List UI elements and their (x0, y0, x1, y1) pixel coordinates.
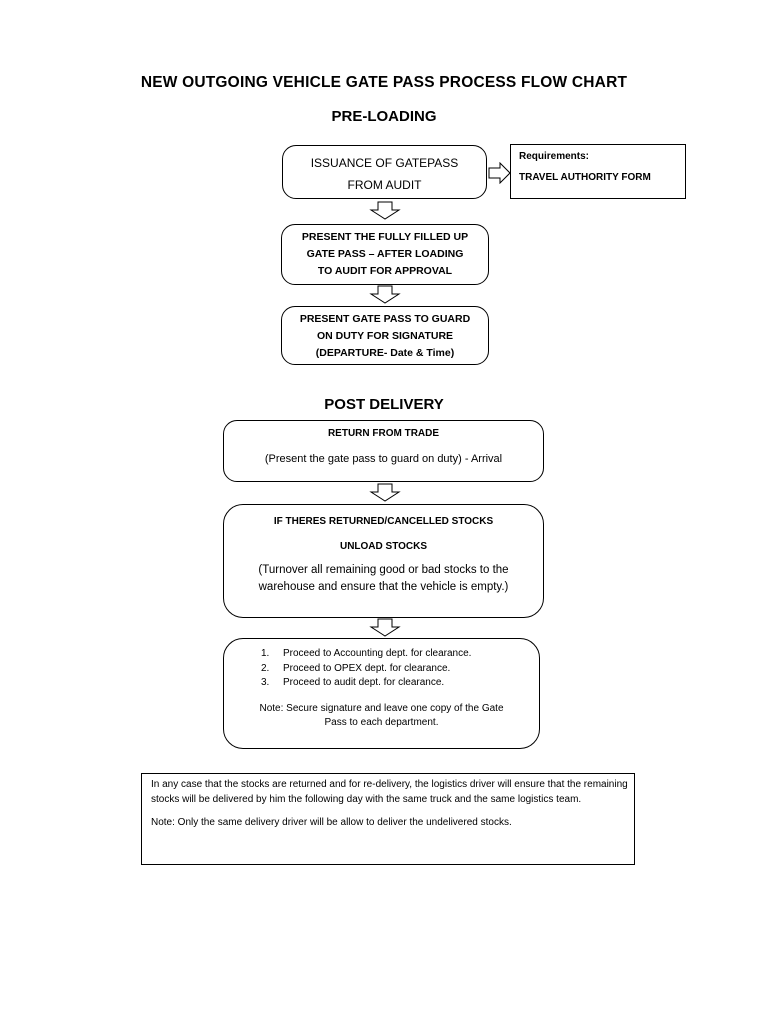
redelivery-note-box: In any case that the stocks are returned… (141, 773, 635, 865)
requirements-box: Requirements: TRAVEL AUTHORITY FORM (510, 144, 686, 199)
pre-loading-heading: PRE-LOADING (331, 108, 437, 125)
clearance-note-line-1: Note: Secure signature and leave one cop… (259, 702, 504, 714)
clearance-note-line-2: Pass to each department. (324, 716, 439, 728)
down-arrow-icon (369, 285, 401, 304)
return-line-2: (Present the gate pass to guard on duty)… (264, 453, 503, 465)
clearance-item: 2. Proceed to OPEX dept. for clearance. (261, 662, 539, 677)
down-arrow-icon (369, 483, 401, 502)
post-delivery-heading: POST DELIVERY (324, 396, 444, 413)
page-title: NEW OUTGOING VEHICLE GATE PASS PROCESS F… (140, 74, 628, 91)
returned-line-2: UNLOAD STOCKS (339, 541, 428, 552)
step2-line-3: TO AUDIT FOR APPROVAL (317, 265, 453, 277)
same-driver-note: Note: Only the same delivery driver will… (151, 817, 512, 828)
returned-line-4: warehouse and ensure that the vehicle is… (258, 581, 509, 593)
clearance-box: 1. Proceed to Accounting dept. for cleara… (223, 638, 540, 749)
returned-stocks-box: IF THERES RETURNED/CANCELLED STOCKS UNLO… (223, 504, 544, 618)
down-arrow-icon (369, 618, 401, 637)
step2-line-2: GATE PASS – AFTER LOADING (306, 248, 464, 260)
step3-line-3: (DEPARTURE- Date & Time) (315, 347, 455, 359)
step2-line-1: PRESENT THE FULLY FILLED UP (301, 231, 469, 243)
return-line-1: RETURN FROM TRADE (327, 428, 440, 439)
right-arrow-icon (488, 162, 511, 184)
clearance-item-number: 2. (261, 662, 270, 674)
requirements-item: TRAVEL AUTHORITY FORM (519, 172, 651, 183)
step3-line-2: ON DUTY FOR SIGNATURE (316, 330, 454, 342)
present-gatepass-audit-box: PRESENT THE FULLY FILLED UP GATE PASS – … (281, 224, 489, 285)
step3-line-1: PRESENT GATE PASS TO GUARD (299, 313, 471, 325)
clearance-item-text: Proceed to audit dept. for clearance. (283, 677, 445, 688)
present-to-guard-box: PRESENT GATE PASS TO GUARD ON DUTY FOR S… (281, 306, 489, 365)
redelivery-paragraph: In any case that the stocks are returned… (151, 779, 628, 805)
requirements-label: Requirements: (519, 151, 590, 162)
clearance-item-text: Proceed to OPEX dept. for clearance. (283, 662, 451, 674)
clearance-list: 1. Proceed to Accounting dept. for cleara… (261, 647, 539, 691)
issuance-gatepass-box: ISSUANCE OF GATEPASS FROM AUDIT (282, 145, 487, 199)
down-arrow-icon (369, 201, 401, 220)
clearance-item-number: 1. (261, 648, 270, 659)
returned-line-3: (Turnover all remaining good or bad stoc… (258, 564, 509, 576)
clearance-item: 1. Proceed to Accounting dept. for cleara… (261, 647, 539, 662)
issuance-line-2: FROM AUDIT (347, 178, 422, 192)
clearance-item-number: 3. (261, 677, 270, 688)
return-from-trade-box: RETURN FROM TRADE (Present the gate pass… (223, 420, 544, 482)
returned-line-1: IF THERES RETURNED/CANCELLED STOCKS (273, 516, 494, 527)
clearance-item-text: Proceed to Accounting dept. for clearanc… (283, 648, 472, 659)
issuance-line-1: ISSUANCE OF GATEPASS (310, 156, 459, 170)
clearance-item: 3. Proceed to audit dept. for clearance. (261, 676, 539, 691)
